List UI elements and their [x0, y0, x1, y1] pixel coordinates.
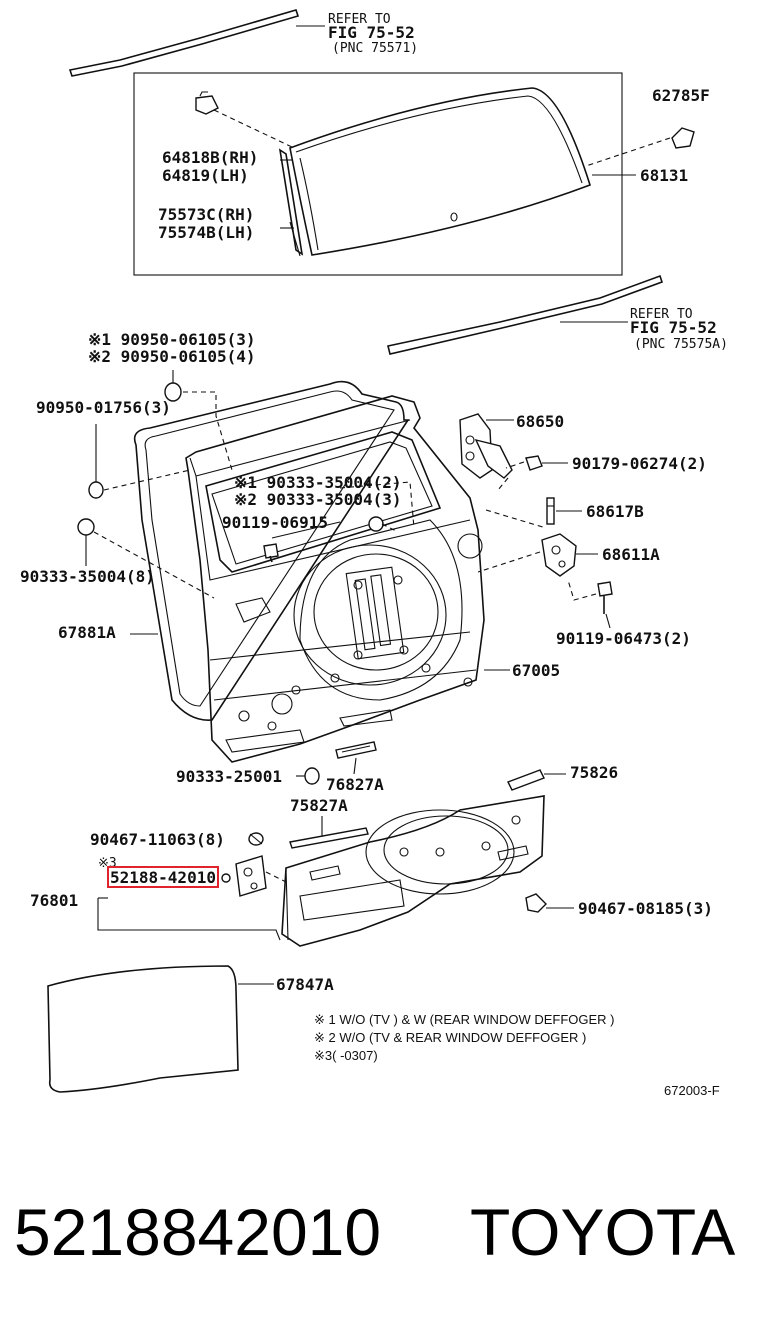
emblem-76827A — [335, 741, 377, 775]
hole-plug-90333-35004 — [77, 518, 95, 566]
glass-spacer-strips — [278, 148, 304, 257]
hole-plug-left — [88, 424, 104, 499]
glass-clip — [195, 91, 219, 115]
ref-top-line3: (PNC 75571) — [332, 41, 418, 56]
label-75826: 75826 — [570, 763, 618, 782]
label-68131: 68131 — [640, 166, 688, 185]
note-3: ※3( -0307) — [314, 1048, 378, 1063]
label-67881A: 67881A — [58, 623, 116, 642]
note-1: ※ 1 W/O (TV ) & W (REAR WINDOW DEFFOGER … — [314, 1012, 615, 1027]
brand-name: TOYOTA — [470, 1195, 735, 1269]
ref-mid-line1: REFER TO — [630, 307, 693, 322]
label-90950-note1: ※1 90950-06105(3) — [88, 330, 256, 349]
part-number: 5218842010 — [14, 1195, 381, 1269]
label-90467-08185: 90467-08185(3) — [578, 899, 713, 918]
dam-part — [671, 127, 695, 149]
label-90333-35004-8: 90333-35004(8) — [20, 567, 155, 586]
label-64818B: 64818B(RH) — [162, 148, 258, 167]
label-76827A: 76827A — [326, 775, 384, 794]
label-90119-06915: 90119-06915 — [222, 513, 328, 532]
note-2: ※ 2 W/O (TV & REAR WINDOW DEFFOGER ) — [314, 1030, 586, 1045]
label-90333-25001: 90333-25001 — [176, 767, 282, 786]
back-door-panel — [133, 380, 485, 763]
bolt-90119-06473 — [597, 581, 613, 629]
emblem-75826 — [507, 769, 566, 791]
door-trim-board — [281, 795, 545, 947]
label-68617B: 68617B — [586, 502, 644, 521]
ref-top-line2: FIG 75-52 — [328, 23, 415, 42]
highlight-box — [107, 866, 219, 888]
small-screw — [221, 873, 231, 883]
label-75827A: 75827A — [290, 796, 348, 815]
figure-code: 672003-F — [664, 1083, 720, 1098]
label-67847A: 67847A — [276, 975, 334, 994]
ref-top-line1: REFER TO — [328, 12, 391, 27]
label-90119-06473: 90119-06473(2) — [556, 629, 691, 648]
clip-90467-08185 — [525, 893, 574, 913]
clip-90467-11063 — [248, 832, 264, 846]
plug-90333-25001 — [296, 767, 320, 785]
pin-68617B — [546, 497, 582, 525]
service-hole-cover — [47, 965, 274, 1093]
label-90333-note2: ※2 90333-35004(3) — [234, 490, 402, 509]
back-door-glass — [289, 87, 591, 256]
label-67005: 67005 — [512, 661, 560, 680]
ref-mid-line2: FIG 75-52 — [630, 318, 717, 337]
label-90333-note1: ※1 90333-35004(2) — [234, 473, 402, 492]
bolt-90119-06915 — [263, 521, 341, 563]
plug-90333-35004 — [368, 516, 399, 533]
label-68650: 68650 — [516, 412, 564, 431]
nut-90179 — [525, 455, 568, 471]
garnish-75827A — [289, 816, 369, 849]
label-75573C: 75573C(RH) — [158, 205, 254, 224]
label-68611A: 68611A — [602, 545, 660, 564]
glass-group-box — [133, 72, 623, 276]
label-62785F: 62785F — [652, 86, 710, 105]
lower-molding-strip — [387, 274, 664, 355]
ref-mid-line3: (PNC 75575A) — [634, 337, 728, 352]
label-90467-11063: 90467-11063(8) — [90, 830, 225, 849]
hinge-68650 — [459, 413, 514, 479]
bracket-76801-lead — [97, 897, 281, 941]
upper-molding-strip — [68, 9, 325, 77]
label-76801: 76801 — [30, 891, 78, 910]
label-90179-06274: 90179-06274(2) — [572, 454, 707, 473]
lamp-bracket — [235, 855, 291, 897]
bracket-68611A — [541, 533, 598, 577]
label-90950-note2: ※2 90950-06105(4) — [88, 347, 256, 366]
hole-plug-upper — [164, 370, 182, 402]
label-52188-42010: 52188-42010 — [110, 868, 216, 887]
label-75574B: 75574B(LH) — [158, 223, 254, 242]
label-64819: 64819(LH) — [162, 166, 249, 185]
label-90950-01756: 90950-01756(3) — [36, 398, 171, 417]
